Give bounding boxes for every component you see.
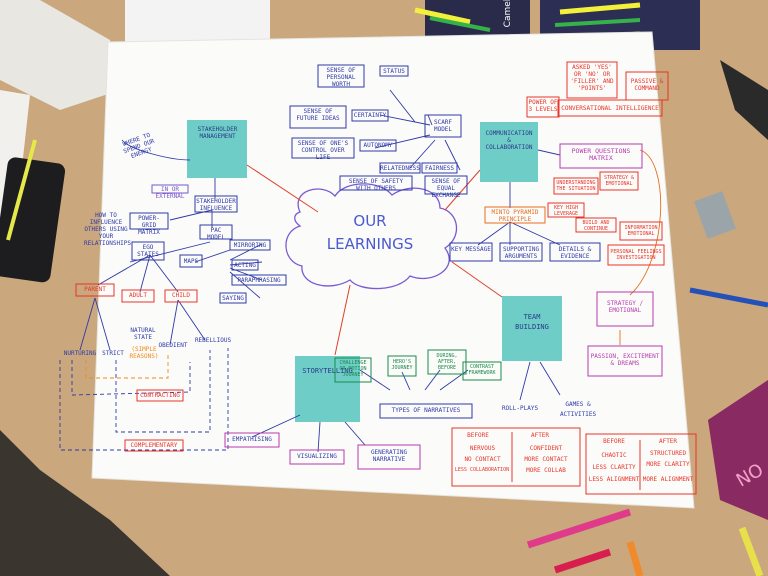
storytelling-title: STORYTELLING [302,367,353,375]
scarf-fairness: FAIRNESS [425,165,454,172]
st-generating: GENERATING NARRATIVE [370,449,408,463]
st-empathising: EMPATHISING [232,436,272,443]
tm-t1-after: AFTER [530,432,550,439]
scarf-certainty: CERTAINTY [353,112,387,119]
sh-child: CHILD [171,292,191,299]
sh-acting: ACTING [234,262,256,269]
scarf-sense-worth: SENSE OF PERSONAL WORTH [326,67,356,88]
scarf-relatedness: RELATEDNESS [380,165,420,172]
cm-conversational: CONVERSATIONAL INTELLIGENCE [561,105,659,112]
phone [0,157,66,283]
center-title-1: OUR [353,212,387,230]
sh-contracting: CONTRACTING [140,392,180,399]
cm-asked: ASKED 'YES' OR 'NO' OR 'FILLER' AND 'POI… [570,64,614,92]
tm-t2-a1: MORE CLARITY [646,461,690,468]
sh-paraphrasing: PARAPHRASING [237,277,281,284]
tm-t2-a2: MORE ALIGNMENT [642,476,694,483]
st-visualizing: VISUALIZING [297,453,337,460]
tm-t1-b0: NERVOUS [469,445,496,452]
tm-t2-b2: LESS ALIGNMENT [588,476,640,483]
cm-pqm: POWER QUESTIONS MATRIX [571,147,631,162]
tm-t1-before: BEFORE [467,432,489,439]
scarf-autonomy: AUTONOMY [363,142,393,149]
sh-saying: SAYING [222,295,244,302]
poster-paper [91,31,695,509]
book [708,380,768,520]
sh-influence: STAKEHOLDER INFLUENCE [196,198,236,212]
st-types: TYPES OF NARRATIVES [391,407,461,414]
cm-q2: STRATEGY & EMOTIONAL [603,175,635,187]
sh-adult: ADULT [128,292,148,299]
scarf-control: SENSE OF ONE'S CONTROL OVER LIFE [297,140,349,161]
sh-rebellious: REBELLIOUS [194,337,232,344]
stakeholder-box [187,120,247,178]
sh-maps: MAPS [183,258,199,265]
sh-how-to: HOW TO INFLUENCE OTHERS USING YOUR RELAT… [84,212,131,247]
sh-ego: EGO STATES [137,244,159,258]
learnings-cloud [285,183,458,290]
cm-q6: PERSONAL FEELINGS INVESTIGATION [610,249,662,261]
communication-title: COMMUNICATION & COLLABORATION [485,130,533,151]
tm-roleplays: ROLL-PLAYS [501,405,539,412]
cm-passion: PASSION, EXCITEMENT & DREAMS [590,353,660,367]
center-title-2: LEARNINGS [326,235,414,253]
storytelling-box [295,356,360,422]
tm-t1-a0: CONFIDENT [529,445,563,452]
sh-complementary: COMPLEMENTARY [130,442,178,449]
tm-t2-b0: CHAOTIC [601,452,627,459]
tm-t2-a0: STRUCTURED [649,450,687,457]
tm-t1-a2: MORE COLLAB [526,467,566,474]
st-hero: HERO'S JOURNEY [391,359,413,371]
stakeholder-title: STAKEHOLDER MANAGEMENT [197,126,238,140]
tm-t1-a1: MORE CONTACT [524,456,568,463]
cm-q1: UNDERSTANDING THE SITUATION [556,180,596,192]
cm-strategy: STRATEGY / EMOTIONAL [606,300,644,314]
sh-pac: PAC MODEL [206,227,226,241]
st-contrast: CONTRAST FRAMEWORK [468,364,496,376]
sh-strict: STRICT [102,350,124,357]
scarf-model: SCARF MODEL [433,119,453,133]
tm-t2-after: AFTER [658,438,678,445]
communication-box [480,122,538,182]
sh-parent: PARENT [84,286,106,293]
cm-q3: KEY HIGH LEVERAGE [553,205,579,217]
cm-supporting: SUPPORTING ARGUMENTS [502,246,540,260]
sh-natural: NATURAL STATE [130,327,156,341]
notebook [0,0,120,110]
tm-t1-b2: LESS COLLABORATION [454,467,510,473]
sh-power-grid: POWER-GRID MATRIX [138,215,160,236]
st-challenge: CHALLENGE OR MOTION JOURNEY [339,360,367,378]
sh-simple: (SIMPLE REASONS) [129,346,159,360]
scarf-status: STATUS [383,68,405,75]
sh-obedient: OBEDIENT [158,342,188,349]
tm-games: GAMES & ACTIVITIES [559,401,597,418]
st-during: DURING, AFTER, BEFORE [436,353,458,371]
cm-q4: BUILD AND CONTINUE [582,220,610,232]
cm-key-message: KEY MESSAGE [451,246,491,253]
cm-power3: POWER OF 3 LEVELS [528,99,558,113]
tm-t2-before: BEFORE [603,438,625,445]
scarf-safety: SENSE OF SAFETY WITH OTHERS [348,178,404,192]
tm-t2-b1: LESS CLARITY [592,464,636,471]
scarf-equal: SENSE OF EQUAL EXCHANGE [431,178,461,199]
team-box [502,296,562,361]
marker-brand: Camel [503,0,513,28]
tm-t1-b1: NO CONTACT [464,456,501,463]
sh-nurturing: NURTURING [63,350,97,357]
cm-q5: INFORMATION EMOTIONAL [624,225,658,237]
cm-minto: MINTO PYRAMID PRINCIPLE [491,209,539,223]
scarf-future: SENSE OF FUTURE IDEAS [296,108,340,122]
cm-passive: PASSIVE & COMMAND [630,78,664,92]
team-title: TEAM BUILDING [515,313,549,331]
cm-details: DETAILS & EVIDENCE [558,246,592,260]
sh-internal: IN OR EXTERNAL [155,186,185,200]
sh-mirroring: MIRRORING [233,242,267,249]
